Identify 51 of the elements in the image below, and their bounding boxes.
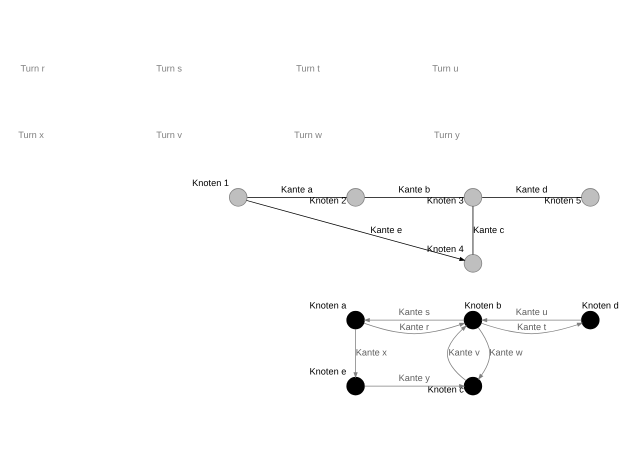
connector	[482, 197, 582, 198]
arrow	[364, 384, 466, 388]
connector	[247, 197, 348, 198]
connector	[364, 197, 464, 198]
arrow	[447, 325, 467, 381]
node-circle	[464, 254, 482, 273]
edge-label: Kante s	[398, 307, 430, 318]
node-circle	[581, 188, 600, 207]
arrow	[246, 200, 466, 262]
node-label: Knoten b	[464, 300, 502, 311]
arrow	[481, 318, 582, 322]
arrow	[364, 318, 464, 322]
node-label: Knoten 1	[192, 178, 229, 188]
edge-label: Kante v	[448, 348, 480, 358]
node-circle	[581, 310, 600, 330]
node-circle	[346, 188, 365, 207]
arrow	[353, 328, 358, 378]
edge-label: Kante w	[489, 348, 523, 358]
node-label: Knoten 4	[426, 244, 464, 254]
edge-label: Kante b	[398, 184, 430, 194]
connector	[472, 206, 474, 255]
label: Turn w	[294, 130, 322, 140]
edge-label: Kante c	[473, 224, 504, 235]
node-circle	[346, 376, 365, 396]
arrow	[478, 327, 490, 380]
label: Turn r	[20, 63, 45, 74]
label: Turn v	[156, 130, 182, 140]
edge-label: Kante y	[398, 373, 430, 384]
node-circle	[464, 188, 482, 207]
label: Turn t	[296, 63, 320, 74]
edge-label: Kante t	[517, 322, 546, 332]
edge-label: Kante d	[516, 184, 548, 194]
arrow	[364, 322, 466, 334]
edge-label: Kante a	[281, 184, 313, 194]
node-circle	[464, 376, 482, 396]
label: Turn s	[156, 63, 182, 74]
node-label: Knoten a	[310, 300, 346, 311]
label: Turn y	[434, 130, 460, 140]
label: Turn u	[432, 63, 458, 74]
edge-label: Kante x	[356, 348, 387, 358]
node-circle	[346, 310, 365, 330]
edge-label: Kante e	[370, 224, 402, 235]
node-label: Knoten d	[582, 300, 619, 311]
edge-label: Kante u	[516, 307, 548, 318]
label: Turn x	[18, 130, 44, 140]
node-label: Knoten c	[428, 384, 464, 394]
arrow	[480, 322, 584, 334]
node-label: Knoten e	[310, 366, 346, 377]
node-circle	[229, 188, 248, 207]
edge-label: Kante r	[399, 322, 430, 332]
node-circle	[464, 310, 482, 330]
